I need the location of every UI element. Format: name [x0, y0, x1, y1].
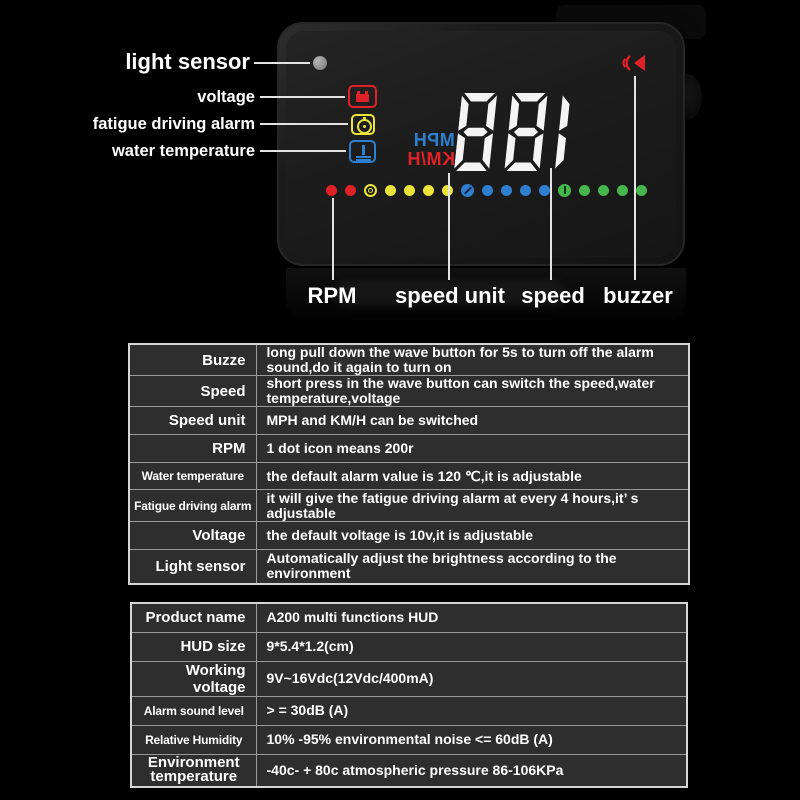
green-dot — [579, 185, 590, 196]
callout-rpm: RPM — [307, 283, 357, 308]
row-desc: the default voltage is 10v,it is adjusta… — [255, 521, 690, 550]
speed-unit-mph: MPH — [413, 130, 455, 150]
blue-dot — [482, 185, 493, 196]
green-marker — [558, 184, 571, 197]
battery-glyph — [356, 91, 369, 102]
yellow-dot — [423, 185, 434, 196]
callout-speed-unit: speed unit — [394, 283, 505, 308]
callout-fatigue-driving-alarm: fatigue driving alarm — [92, 115, 255, 133]
yellow-dot — [385, 185, 396, 196]
callout-speed: speed — [521, 283, 585, 308]
yellow-dot — [404, 185, 415, 196]
blue-dot — [539, 185, 550, 196]
row-desc: long pull down the wave button for 5s to… — [255, 343, 690, 376]
blue-dot — [501, 185, 512, 196]
row-label: Speed — [128, 375, 257, 407]
row-desc: 10% -95% environmental noise <= 60dB (A) — [255, 724, 688, 755]
row-label: Alarm sound level — [130, 695, 257, 726]
water-wave-glyph — [356, 159, 371, 161]
row-desc: -40c- + 80c atmospheric pressure 86-106K… — [255, 753, 688, 788]
leader-line-light-sensor — [254, 62, 310, 64]
water-temperature-icon — [349, 140, 376, 163]
row-label: Water temperature — [128, 462, 257, 490]
seven-segment-svg — [454, 93, 570, 171]
table-row: Environment temperature-40c- + 80c atmos… — [130, 753, 688, 788]
row-desc: 9*5.4*1.2(cm) — [255, 631, 688, 662]
hud-device — [277, 22, 685, 266]
leader-line-voltage — [260, 96, 345, 98]
water-wave-glyph — [356, 156, 371, 158]
light-sensor-dot — [313, 56, 327, 70]
leader-line-fatigue — [260, 123, 348, 125]
row-label: Voltage — [128, 521, 257, 550]
row-desc: 1 dot icon means 200r — [255, 434, 690, 463]
row-label: Speed unit — [128, 406, 257, 435]
green-dot — [617, 185, 628, 196]
leader-line-speed-unit — [448, 173, 450, 280]
speed-unit-kmh: KM/H — [407, 149, 455, 169]
row-desc: the default alarm value is 120 ℃,it is a… — [255, 462, 690, 490]
callout-water-temperature: water temperature — [111, 142, 255, 160]
row-desc: > = 30dB (A) — [255, 695, 688, 726]
row-desc: Automatically adjust the brightness acco… — [255, 549, 690, 584]
buzzer-speaker-icon — [622, 52, 648, 74]
blue-dot — [520, 185, 531, 196]
leader-line-buzzer — [634, 76, 636, 280]
callout-light-sensor: light sensor — [125, 49, 250, 74]
table-row: Alarm sound level> = 30dB (A) — [130, 695, 688, 726]
leader-line-speed — [550, 168, 552, 280]
row-label: Fatigue driving alarm — [128, 489, 257, 522]
yellow-marker — [364, 184, 377, 197]
blue-marker — [461, 184, 474, 197]
row-desc: A200 multi functions HUD — [255, 602, 688, 633]
red-dot — [345, 185, 356, 196]
rpm-scale — [326, 184, 647, 197]
row-label: Product name — [130, 602, 257, 633]
row-label: Light sensor — [128, 549, 257, 584]
speed-digits — [454, 93, 598, 171]
fatigue-alarm-clock-icon — [351, 114, 375, 135]
yellow-dot — [442, 185, 453, 196]
callout-buzzer: buzzer — [603, 283, 673, 308]
row-label: Buzze — [128, 343, 257, 376]
leader-line-water-temp — [260, 150, 346, 152]
red-dot — [326, 185, 337, 196]
row-label: RPM — [128, 434, 257, 463]
callout-voltage: voltage — [197, 88, 255, 106]
leader-line-rpm — [332, 198, 334, 280]
row-desc: MPH and KM/H can be switched — [255, 406, 690, 435]
row-label: HUD size — [130, 631, 257, 662]
device-reflection-blob — [336, 281, 566, 307]
green-dot — [598, 185, 609, 196]
row-desc: short press in the wave button can switc… — [255, 375, 690, 407]
row-label: Relative Humidity — [130, 724, 257, 755]
device-reflection — [286, 268, 686, 326]
clock-glyph — [357, 117, 372, 134]
row-label: Working voltage — [130, 660, 257, 697]
row-desc: 9V~16Vdc(12Vdc/400mA) — [255, 660, 688, 697]
row-label: Environment temperature — [130, 753, 257, 788]
thermometer-glyph — [362, 145, 365, 155]
row-desc: it will give the fatigue driving alarm a… — [255, 489, 690, 522]
voltage-battery-icon — [348, 85, 377, 108]
green-dot — [636, 185, 647, 196]
